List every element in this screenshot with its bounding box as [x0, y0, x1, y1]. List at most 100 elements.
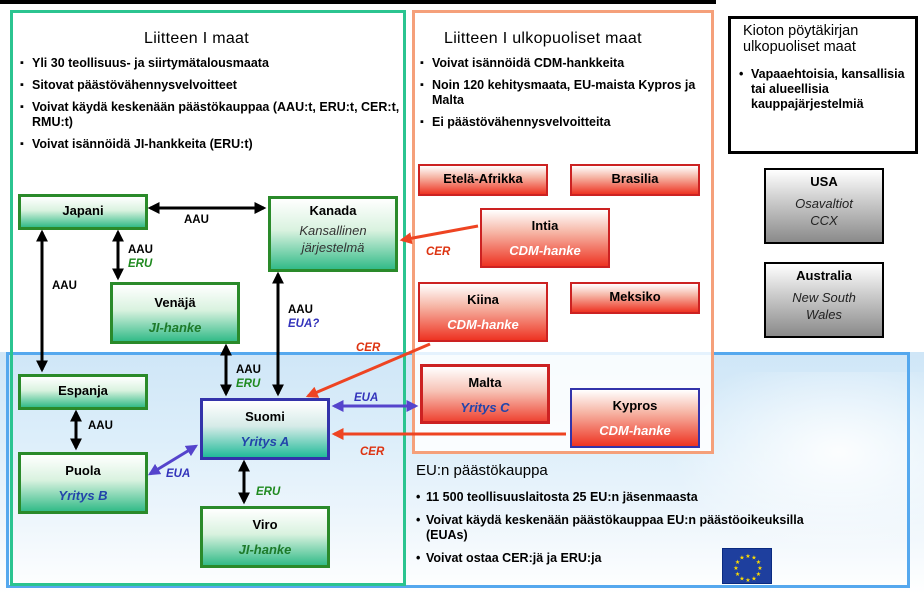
node-usa-sub1: Osavaltiot: [795, 196, 853, 211]
node-kanada-sub1: Kansallinen: [299, 223, 367, 238]
node-kypros-label: Kypros: [612, 398, 658, 413]
node-espanja: Espanja: [18, 374, 148, 410]
node-australia-label: Australia: [796, 268, 852, 283]
annex1-bullet: Voivat käydä keskenään päästökauppaa (AA…: [20, 100, 402, 130]
top-rule: [0, 0, 716, 4]
svg-text:★: ★: [739, 555, 744, 562]
eu-title: EU:n päästökauppa: [416, 462, 548, 479]
eu-flag-icon: ★ ★ ★ ★ ★ ★ ★ ★ ★ ★ ★ ★: [722, 548, 772, 584]
nonannex-bullets: Voivat isännöidä CDM-hankkeita Noin 120 …: [420, 56, 708, 137]
svg-text:★: ★: [756, 571, 761, 578]
node-venaja-sub: JI-hanke: [148, 320, 202, 335]
arrow-intia-kanada: [399, 224, 479, 245]
label-aau-kanada-suomi: AAU: [288, 304, 313, 316]
node-kypros: Kypros CDM-hanke: [570, 388, 700, 448]
label-eru-venaja-suomi: ERU: [236, 378, 261, 390]
nonannex-bullet: Noin 120 kehitysmaata, EU-maista Kypros …: [420, 78, 708, 108]
svg-text:★: ★: [745, 553, 750, 560]
node-intia: Intia CDM-hanke: [480, 208, 610, 268]
nonannex-bullet: Ei päästövähennysvelvoitteita: [420, 115, 708, 130]
label-aau-japani-espanja: AAU: [52, 280, 77, 292]
arrow-puola-suomi: [147, 444, 199, 476]
node-malta-sub: Yritys C: [460, 400, 510, 415]
svg-text:★: ★: [735, 571, 740, 578]
annex1-frame: [10, 10, 406, 586]
node-japani: Japani: [18, 194, 148, 230]
svg-text:★: ★: [751, 555, 756, 562]
annex1-bullet: Yli 30 teollisuus- ja siirtymätalousmaat…: [20, 56, 402, 71]
kioto-bullet: Vapaaehtoisia, kansallisia tai alueellis…: [739, 67, 907, 112]
svg-text:★: ★: [733, 565, 738, 572]
kioto-title-line1: Kioton pöytäkirjan: [743, 23, 859, 39]
eu-bullet: Voivat ostaa CER:jä ja ERU:ja: [416, 551, 806, 566]
arrow-kiina-suomi: [305, 342, 431, 398]
svg-text:★: ★: [757, 565, 762, 572]
node-intia-sub: CDM-hanke: [509, 243, 581, 258]
node-suomi-sub: Yritys A: [240, 434, 290, 449]
label-aau-venaja-suomi: AAU: [236, 364, 261, 376]
node-brasilia: Brasilia: [570, 164, 700, 196]
node-viro-label: Viro: [252, 517, 278, 532]
node-kiina-sub: CDM-hanke: [447, 317, 519, 332]
node-brasilia-label: Brasilia: [611, 171, 659, 186]
node-intia-label: Intia: [531, 218, 559, 233]
nonannex-title: Liitteen I ulkopuoliset maat: [444, 30, 642, 47]
node-japani-label: Japani: [62, 203, 104, 218]
node-espanja-label: Espanja: [58, 383, 108, 398]
node-etela-afrikka-label: Etelä-Afrikka: [443, 171, 523, 186]
node-kanada-label: Kanada: [309, 203, 357, 218]
label-cer-kypros: CER: [360, 446, 385, 458]
label-aau-japani-kanada: AAU: [184, 214, 209, 226]
node-etela-afrikka: Etelä-Afrikka: [418, 164, 548, 196]
label-cer-kiina: CER: [356, 342, 381, 354]
node-australia-sub1: New South: [792, 290, 856, 305]
node-kypros-sub: CDM-hanke: [599, 423, 671, 438]
kioto-outside-box: Kioton pöytäkirjan ulkopuoliset maat Vap…: [728, 16, 918, 154]
kioto-title-line2: ulkopuoliset maat: [743, 39, 856, 55]
label-eru-suomi-viro: ERU: [256, 486, 281, 498]
svg-text:★: ★: [751, 575, 756, 582]
node-malta: Malta Yritys C: [420, 364, 550, 424]
node-australia: Australia New South Wales: [764, 262, 884, 338]
node-viro: Viro JI-hanke: [200, 506, 330, 568]
annex1-bullet: Voivat isännöidä JI-hankkeita (ERU:t): [20, 137, 402, 152]
node-malta-label: Malta: [468, 375, 502, 390]
label-cer-intia: CER: [426, 246, 451, 258]
svg-text:★: ★: [745, 577, 750, 584]
node-suomi-label: Suomi: [245, 409, 285, 424]
node-kanada: Kanada Kansallinen järjestelmä: [268, 196, 398, 272]
node-usa-label: USA: [810, 174, 838, 189]
label-eua-suomi-malta: EUA: [354, 392, 379, 404]
node-usa-sub2: CCX: [810, 213, 838, 228]
eu-bullet: 11 500 teollisuuslaitosta 25 EU:n jäsenm…: [416, 490, 806, 505]
svg-text:★: ★: [756, 559, 761, 566]
node-australia-sub2: Wales: [806, 307, 842, 322]
node-suomi: Suomi Yritys A: [200, 398, 330, 460]
nonannex-bullet: Voivat isännöidä CDM-hankkeita: [420, 56, 708, 71]
node-viro-sub: JI-hanke: [238, 542, 292, 557]
node-puola-label: Puola: [65, 463, 101, 478]
node-venaja-label: Venäjä: [154, 295, 196, 310]
node-usa: USA Osavaltiot CCX: [764, 168, 884, 244]
node-kiina-label: Kiina: [467, 292, 499, 307]
node-meksiko: Meksiko: [570, 282, 700, 314]
annex1-title: Liitteen I maat: [144, 30, 249, 47]
label-eua-q-kanada-suomi: EUA?: [288, 318, 320, 330]
label-aau-espanja-puola: AAU: [88, 420, 113, 432]
label-aau-japani-venaja: AAU: [128, 244, 153, 256]
eu-bullet: Voivat käydä keskenään päästökauppaa EU:…: [416, 513, 806, 543]
node-kiina: Kiina CDM-hanke: [418, 282, 548, 342]
label-eru-japani-venaja: ERU: [128, 258, 153, 270]
label-eua-puola-suomi: EUA: [166, 468, 191, 480]
node-venaja: Venäjä JI-hanke: [110, 282, 240, 344]
eu-stars-icon: ★ ★ ★ ★ ★ ★ ★ ★ ★ ★ ★ ★: [733, 553, 762, 584]
eu-bullets: 11 500 teollisuuslaitosta 25 EU:n jäsenm…: [416, 490, 806, 574]
annex1-bullet: Sitovat päästövähennysvelvoitteet: [20, 78, 402, 93]
svg-text:★: ★: [735, 559, 740, 566]
svg-text:★: ★: [739, 575, 744, 582]
node-puola-sub: Yritys B: [58, 488, 108, 503]
annex1-bullets: Yli 30 teollisuus- ja siirtymätalousmaat…: [20, 56, 402, 159]
node-kanada-sub2: järjestelmä: [301, 240, 365, 255]
node-puola: Puola Yritys B: [18, 452, 148, 514]
